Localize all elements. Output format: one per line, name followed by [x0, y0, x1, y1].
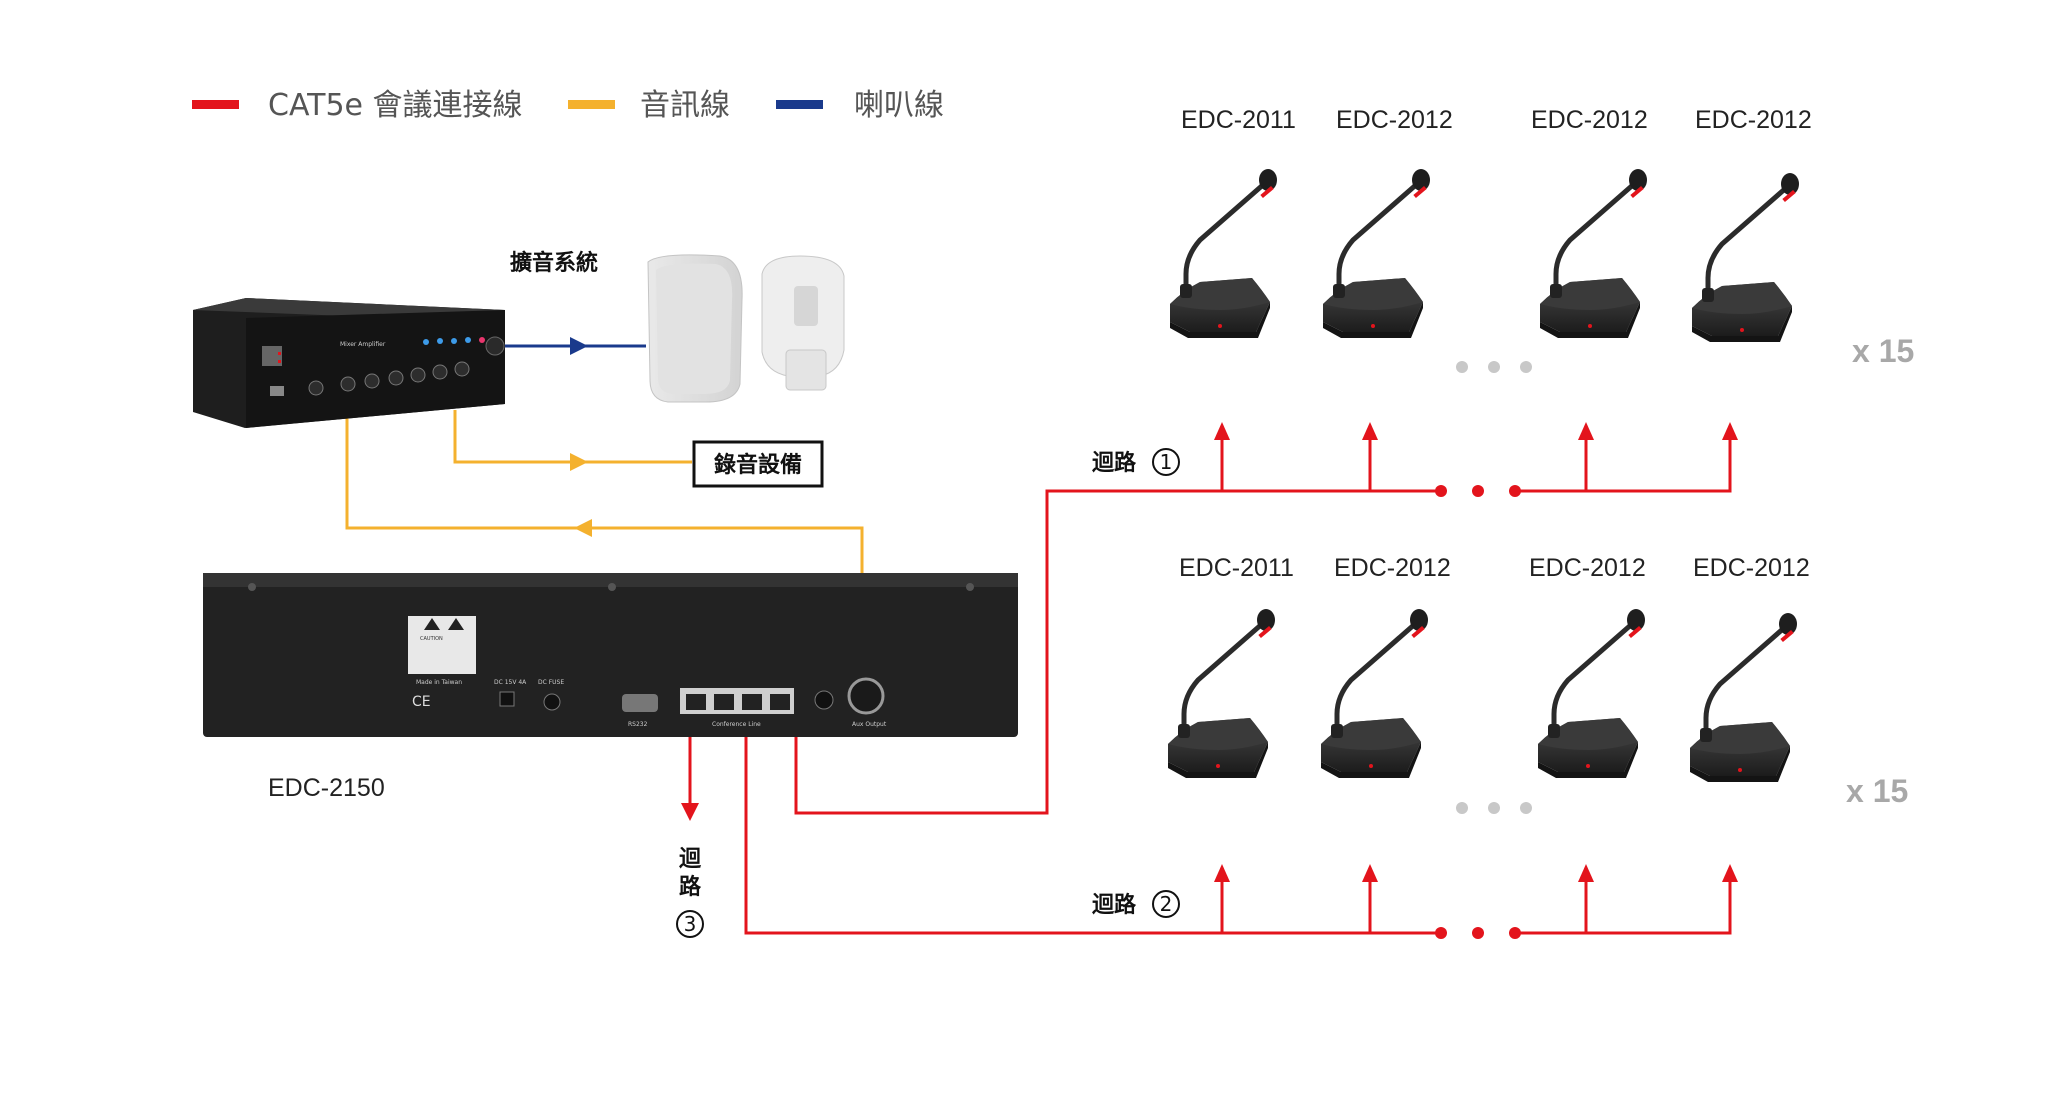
- rs232-port: [622, 694, 658, 712]
- loop-2-ellipsis-red: [1435, 927, 1521, 939]
- ce-mark: CE: [412, 694, 431, 710]
- legend-item-speaker: 喇叭線: [776, 88, 944, 123]
- loop-3-circle: [676, 910, 704, 938]
- legend: CAT5e 會議連接線 音訊線 喇叭線: [192, 88, 944, 123]
- loop-1-ellipsis-grey: [1456, 361, 1532, 373]
- loop-2-unit-1-model: EDC-2011: [1179, 554, 1294, 582]
- xlr-output: [847, 677, 885, 715]
- loop-1-circle: [1152, 448, 1180, 476]
- loop-1: EDC-2011 EDC-2012 EDC-2012 EDC-2012 x 15…: [1092, 106, 1914, 497]
- legend-label-audio: 音訊線: [640, 88, 730, 123]
- aux-output-label: Aux Output: [852, 721, 887, 728]
- amplifier-panel-text: Mixer Amplifier: [340, 341, 386, 348]
- loop-2-unit-4-model: EDC-2012: [1693, 554, 1810, 582]
- loop-2-mic-unit-3: [1538, 609, 1645, 778]
- loop-2: EDC-2011 EDC-2012 EDC-2012 EDC-2012 x 15…: [1092, 554, 1908, 939]
- fuse-label: DC FUSE: [538, 679, 564, 686]
- loop-2-circle: [1152, 890, 1180, 918]
- caution-label-plate: [408, 616, 476, 674]
- speaker-cable: [504, 337, 646, 355]
- caution-text: CAUTION: [420, 636, 443, 642]
- loop-1-unit-2-model: EDC-2012: [1336, 106, 1453, 134]
- conference-line-label: Conference Line: [712, 721, 761, 728]
- rs232-label: RS232: [628, 721, 648, 728]
- loop-2-ellipsis-grey: [1456, 802, 1532, 814]
- loop-1-number: 1: [1160, 450, 1173, 474]
- speaker-front: [647, 254, 743, 403]
- dc-input-label: DC 15V 4A: [494, 679, 527, 686]
- loop-2-label: 迴路: [1092, 892, 1137, 918]
- speaker-swatch: [776, 100, 823, 109]
- speaker-arrow: [570, 337, 588, 355]
- made-in-text: Made in Taiwan: [416, 679, 462, 686]
- aux-jack: [814, 690, 834, 710]
- loop-2-number: 2: [1160, 892, 1173, 916]
- loop-1-multiplier: x 15: [1852, 333, 1914, 369]
- loop-3-char-2: 路: [679, 874, 702, 900]
- loop-2-multiplier: x 15: [1846, 773, 1908, 809]
- edc-2150-controller: CAUTION Made in Taiwan CE DC 15V 4A DC F…: [203, 573, 1018, 802]
- loop-2-mic-unit-2: [1321, 609, 1428, 778]
- recording-box: 錄音設備: [692, 440, 824, 488]
- loop-1-unit-4-model: EDC-2012: [1695, 106, 1812, 134]
- loop-3-number: 3: [684, 912, 697, 936]
- speaker-system-label: 擴音系統: [510, 250, 598, 276]
- loop-2-unit-2-model: EDC-2012: [1334, 554, 1451, 582]
- speaker-back: [761, 255, 845, 391]
- mixer-amplifier: Mixer Amplifier: [193, 298, 505, 428]
- loop-1-ellipsis-red: [1435, 485, 1521, 497]
- recording-label: 錄音設備: [714, 452, 802, 478]
- fuse-holder: [543, 693, 561, 711]
- recording-arrow: [570, 453, 588, 471]
- legend-item-cat5e: CAT5e 會議連接線: [192, 88, 523, 123]
- loop-1-mic-unit-2: [1323, 169, 1430, 338]
- legend-label-speaker: 喇叭線: [854, 88, 944, 123]
- loop-2-mic-unit-4: [1690, 613, 1797, 782]
- loop-1-label: 迴路: [1092, 450, 1137, 476]
- legend-label-cat5e: CAT5e 會議連接線: [268, 88, 523, 123]
- legend-item-audio: 音訊線: [568, 88, 730, 123]
- speaker-system: 擴音系統: [510, 250, 845, 403]
- controller-model-label: EDC-2150: [268, 774, 385, 802]
- loop-2-mic-unit-1: [1168, 609, 1275, 778]
- loop-1-unit-3-model: EDC-2012: [1531, 106, 1648, 134]
- loop-3-label: 迴 路 3: [676, 847, 704, 938]
- cat5e-swatch: [192, 100, 239, 109]
- audio-swatch: [568, 100, 615, 109]
- aux-return-arrow: [574, 519, 592, 537]
- loop-1-mic-unit-3: [1540, 169, 1647, 338]
- loop-3-char-1: 迴: [679, 847, 702, 872]
- loop-1-mic-unit-4: [1692, 173, 1799, 342]
- dc-input-jack: [499, 691, 515, 707]
- loop-1-mic-unit-1: [1170, 169, 1277, 338]
- loop-1-unit-1-model: EDC-2011: [1181, 106, 1296, 134]
- loop-2-unit-3-model: EDC-2012: [1529, 554, 1646, 582]
